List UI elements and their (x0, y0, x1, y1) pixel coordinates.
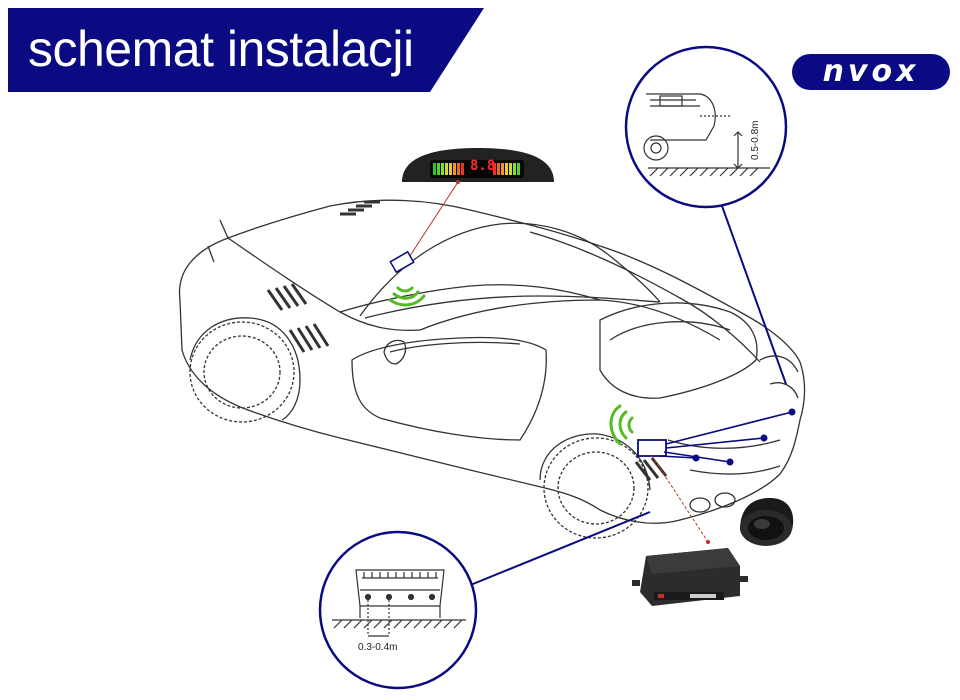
header-banner: schemat instalacji (0, 0, 960, 100)
control-box-leader-line (651, 455, 709, 543)
sensor-points (692, 408, 796, 466)
page-title: schemat instalacji (28, 21, 414, 77)
car-illustration (178, 199, 806, 539)
sensor-wiring (659, 411, 793, 463)
sensor-height-label: 0.5-0.8m (750, 120, 761, 160)
display-digits: 8.8 (470, 158, 496, 174)
display-leader-line (405, 181, 459, 263)
callout-height-illustration (643, 93, 770, 177)
callout-top-connector (721, 205, 787, 385)
callout-bottom-connector (467, 511, 651, 587)
control-unit-device (632, 548, 748, 606)
callout-spacing-illustration (332, 569, 466, 637)
led-bar-green-left (433, 163, 464, 175)
signal-waves-rear (609, 404, 634, 446)
control-box-location (637, 439, 667, 457)
callout-spacing-circle (318, 530, 478, 690)
callout-height-circle (624, 45, 788, 209)
brand-logo: nvox (790, 52, 952, 92)
signal-waves-dashboard (388, 286, 426, 307)
sensor-spacing-label: 0.3-0.4m (358, 642, 398, 653)
led-bar-right (493, 163, 520, 175)
brand-logo-text: nvox (822, 54, 920, 89)
parking-sensor-device (740, 498, 794, 546)
display-leader-dot (456, 180, 460, 184)
display-mount-box (389, 250, 415, 274)
